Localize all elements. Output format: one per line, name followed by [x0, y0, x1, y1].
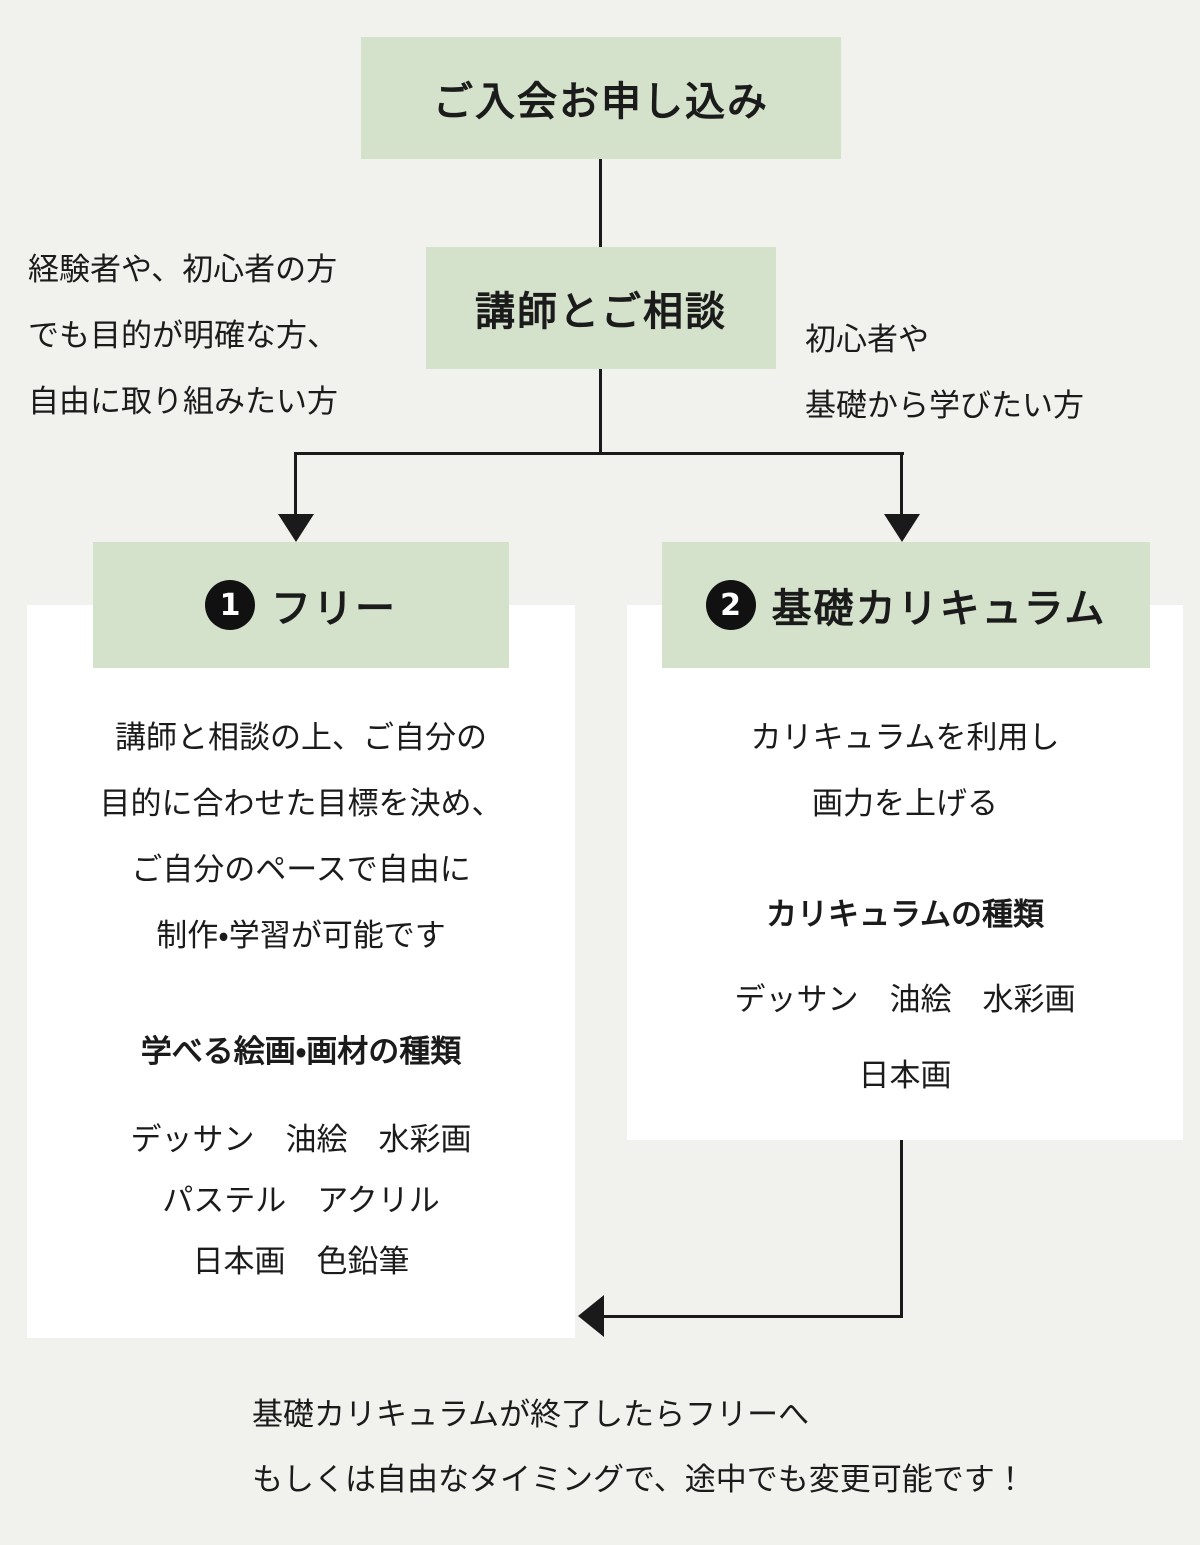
start-box: ご入会お申し込み [361, 37, 841, 159]
branch-horizontal-line [295, 452, 904, 455]
connector-start-to-consult [599, 159, 602, 247]
option1-title: フリー [271, 586, 397, 632]
branch-left-vertical-line [294, 452, 297, 516]
footer-note: 基礎カリキュラムが終了したらフリーへ もしくは自由なタイミングで、途中でも変更可… [252, 1397, 1026, 1498]
branch-right-vertical-line [900, 452, 903, 516]
number-1-icon: 1 [205, 580, 255, 630]
option2-description: カリキュラムを利用し 画力を上げる [750, 720, 1060, 822]
option2-title: 基礎カリキュラム [771, 586, 1107, 632]
start-label: ご入会お申し込み [433, 79, 769, 125]
option1-list: デッサン 油絵 水彩画 パステル アクリル 日本画 色鉛筆 [130, 1122, 472, 1280]
return-vertical-line [900, 1140, 903, 1318]
return-horizontal-line [600, 1315, 903, 1318]
connector-consult-to-branch [599, 369, 602, 453]
number-2-icon: 2 [705, 580, 756, 630]
arrowhead-down-left-icon [278, 514, 314, 542]
consult-box: 講師とご相談 [426, 247, 776, 369]
option2-card: カリキュラムを利用し 画力を上げる カリキュラムの種類 デッサン 油絵 水彩画 … [627, 605, 1183, 1140]
option2-list-heading: カリキュラムの種類 [765, 897, 1045, 933]
option1-description: 講師と相談の上、ご自分の 目的に合わせた目標を決め、 ご自分のペースで自由に 制… [99, 720, 503, 954]
option2-list: デッサン 油絵 水彩画 日本画 [734, 982, 1076, 1094]
note-experienced: 経験者や、初心者の方 でも目的が明確な方、 自由に取り組みたい方 [28, 252, 338, 420]
option2-header: 2 基礎カリキュラム [662, 542, 1150, 668]
arrowhead-down-right-icon [884, 514, 920, 542]
option1-header: 1 フリー [93, 542, 509, 668]
option1-card: 講師と相談の上、ご自分の 目的に合わせた目標を決め、 ご自分のペースで自由に 制… [27, 605, 575, 1338]
note-beginner: 初心者や 基礎から学びたい方 [805, 322, 1084, 424]
option1-list-heading: 学べる絵画・画材の種類 [140, 1034, 462, 1070]
arrowhead-left-icon [578, 1295, 604, 1337]
consult-label: 講師とご相談 [475, 289, 727, 335]
